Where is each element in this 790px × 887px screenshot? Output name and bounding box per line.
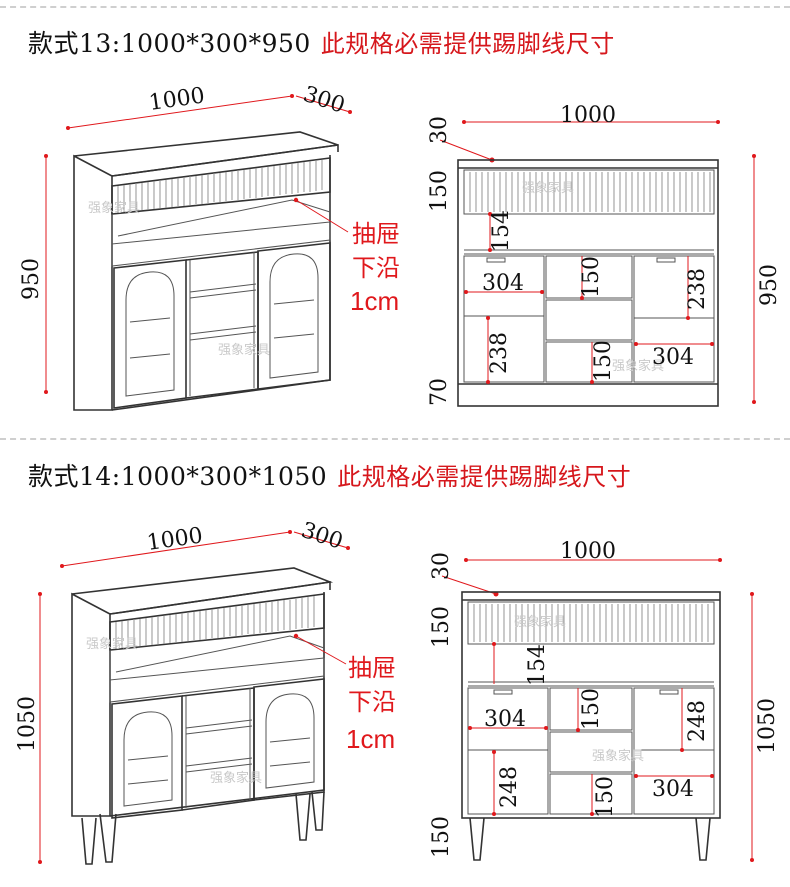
style-13-front-drawer-h: 150	[579, 256, 604, 298]
style-14-front-drawer-h2: 150	[593, 776, 618, 818]
style-13-iso-height: 950	[19, 258, 44, 300]
style-13-front-top-h: 150	[427, 170, 452, 212]
style-13-front-watermark: 强象家具	[522, 180, 574, 196]
style-13-front-cell-w: 304	[482, 271, 524, 296]
style-14-iso-watermark-2: 强象家具	[210, 770, 262, 786]
style-14-front-top: 30	[429, 552, 454, 580]
style-14-front-cell-h2: 248	[497, 766, 522, 808]
style-14-front-height: 1050	[755, 698, 780, 754]
style-13-front-cell-w2: 304	[652, 345, 694, 370]
style-13-iso-depth: 300	[300, 82, 348, 119]
style-14-front-flutes	[473, 604, 709, 642]
style-14-iso-depth: 300	[298, 518, 346, 555]
style-13-front-cell-h: 238	[685, 268, 710, 310]
style-14-iso-watermark: 强象家具	[86, 636, 138, 652]
style-14-front-watermark: 强象家具	[514, 614, 566, 630]
style-14-requirement: 此规格必需提供踢脚线尺寸	[337, 463, 632, 491]
style-14-model: 款式14:1000*300*1050	[28, 462, 328, 491]
style-13-front-width: 1000	[560, 103, 616, 128]
style-14-iso-width: 1000	[145, 523, 204, 556]
style-13-front-watermark-2: 强象家具	[612, 358, 664, 374]
style-13-front-flutes	[469, 172, 711, 212]
style-14-note-line3: 1cm	[346, 724, 395, 754]
style-14-front-drawer-h: 150	[579, 688, 604, 730]
style-13-note-line2: 下沿	[352, 254, 400, 282]
style-13-note-line1: 抽屉	[352, 220, 400, 248]
style-14-front-cell-h: 248	[685, 700, 710, 742]
style-14-front-cell-w: 304	[484, 707, 526, 732]
style-13-model: 款式13:1000*300*950	[28, 29, 311, 58]
style-13-front-open-h: 154	[489, 210, 514, 252]
style-14-front-width: 1000	[560, 539, 616, 564]
style-14-front-plinth: 150	[429, 816, 454, 858]
style-14-front-cell-w2: 304	[652, 777, 694, 802]
style-14-front-open-h: 154	[525, 644, 550, 686]
style-13-requirement: 此规格必需提供踢脚线尺寸	[320, 30, 615, 58]
style-14-title: 款式14:1000*300*1050 此规格必需提供踢脚线尺寸	[28, 457, 631, 493]
style-13-title: 款式13:1000*300*950 此规格必需提供踢脚线尺寸	[28, 24, 615, 60]
style-14-front-top-h: 150	[429, 606, 454, 648]
style-14-note-line1: 抽屉	[348, 654, 396, 682]
section-divider-middle	[0, 438, 790, 440]
style-13-iso-flutes	[117, 160, 323, 213]
style-13-front-drawing: 1000 30 150 70 950	[427, 103, 782, 407]
style-13-iso-watermark: 强象家具	[88, 200, 140, 216]
section-divider-top	[0, 6, 790, 8]
style-14-front-drawing: 1000 30 150 150 1050	[429, 539, 780, 862]
style-14-iso-drawing: 1000 300 1050	[15, 518, 396, 865]
style-13-front-height: 950	[757, 264, 782, 306]
style-13-front-drawer-h2: 150	[591, 340, 616, 382]
style-13-note-line3: 1cm	[350, 286, 399, 316]
style-13-front-plinth: 70	[427, 378, 452, 406]
style-14-iso-height: 1050	[15, 696, 40, 752]
style-13-iso-width: 1000	[147, 83, 206, 116]
style-14-iso-flutes	[115, 596, 315, 649]
style-13-front-top: 30	[427, 116, 452, 144]
style-14-note-line2: 下沿	[348, 688, 396, 716]
style-13-iso-drawing: 1000 300 950	[19, 82, 400, 411]
style-13-iso-watermark-2: 强象家具	[218, 342, 270, 358]
style-13-front-cell-h2: 238	[487, 332, 512, 374]
style-14-front-watermark-2: 强象家具	[592, 748, 644, 764]
